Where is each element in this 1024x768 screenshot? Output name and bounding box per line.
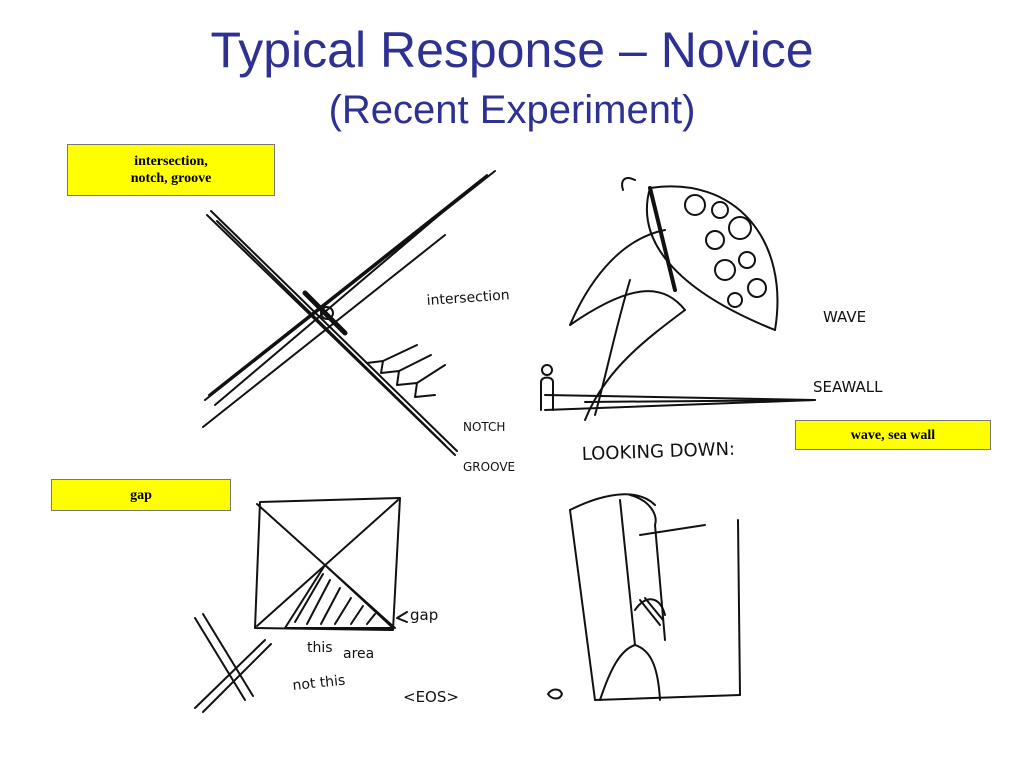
- person-figure: [540, 364, 554, 411]
- sketch-gap: gap this area not this <EOS>: [194, 497, 459, 713]
- note-intersection: intersection: [426, 287, 510, 309]
- small-x: [194, 613, 272, 713]
- label-text: gap: [130, 487, 152, 503]
- wave-bubbles: [684, 194, 767, 308]
- sketch-wave-seawall: WAVE SEAWALL: [540, 177, 883, 421]
- label-text: wave, sea wall: [850, 427, 936, 443]
- sketch-looking-down: [547, 493, 741, 701]
- notch-marks: [366, 344, 446, 398]
- wave-shape: [569, 177, 779, 421]
- label-wave-sea-wall: wave, sea wall: [795, 420, 991, 450]
- note-area: area: [343, 646, 374, 662]
- note-eos: <EOS>: [403, 688, 459, 706]
- slide-title: Typical Response – Novice: [210, 22, 814, 78]
- note-this: this: [307, 640, 333, 656]
- hatched-triangle: [284, 564, 394, 629]
- crossing-lines: [202, 170, 496, 456]
- note-seawall: SEAWALL: [813, 378, 883, 396]
- note-looking-down: LOOKING DOWN:: [581, 439, 735, 465]
- note-looking-down-wrap: LOOKING DOWN:: [581, 439, 735, 465]
- slide-subtitle: (Recent Experiment): [328, 88, 696, 132]
- label-text: intersection, notch, groove: [130, 154, 212, 186]
- label-gap: gap: [51, 479, 231, 511]
- wall-outline: [569, 493, 741, 701]
- note-groove: GROOVE: [463, 460, 515, 474]
- label-intersection-notch-groove: intersection, notch, groove: [67, 144, 275, 196]
- gap-arrow-icon: [396, 611, 408, 623]
- note-not-this: not this: [292, 673, 346, 694]
- squiggle-mark: [547, 688, 563, 700]
- sketch-intersection: intersection NOTCH GROOVE: [202, 170, 515, 474]
- note-gap: gap: [410, 606, 438, 624]
- sea-wall: [544, 394, 816, 411]
- note-wave: WAVE: [823, 308, 866, 326]
- note-notch: NOTCH: [463, 420, 505, 434]
